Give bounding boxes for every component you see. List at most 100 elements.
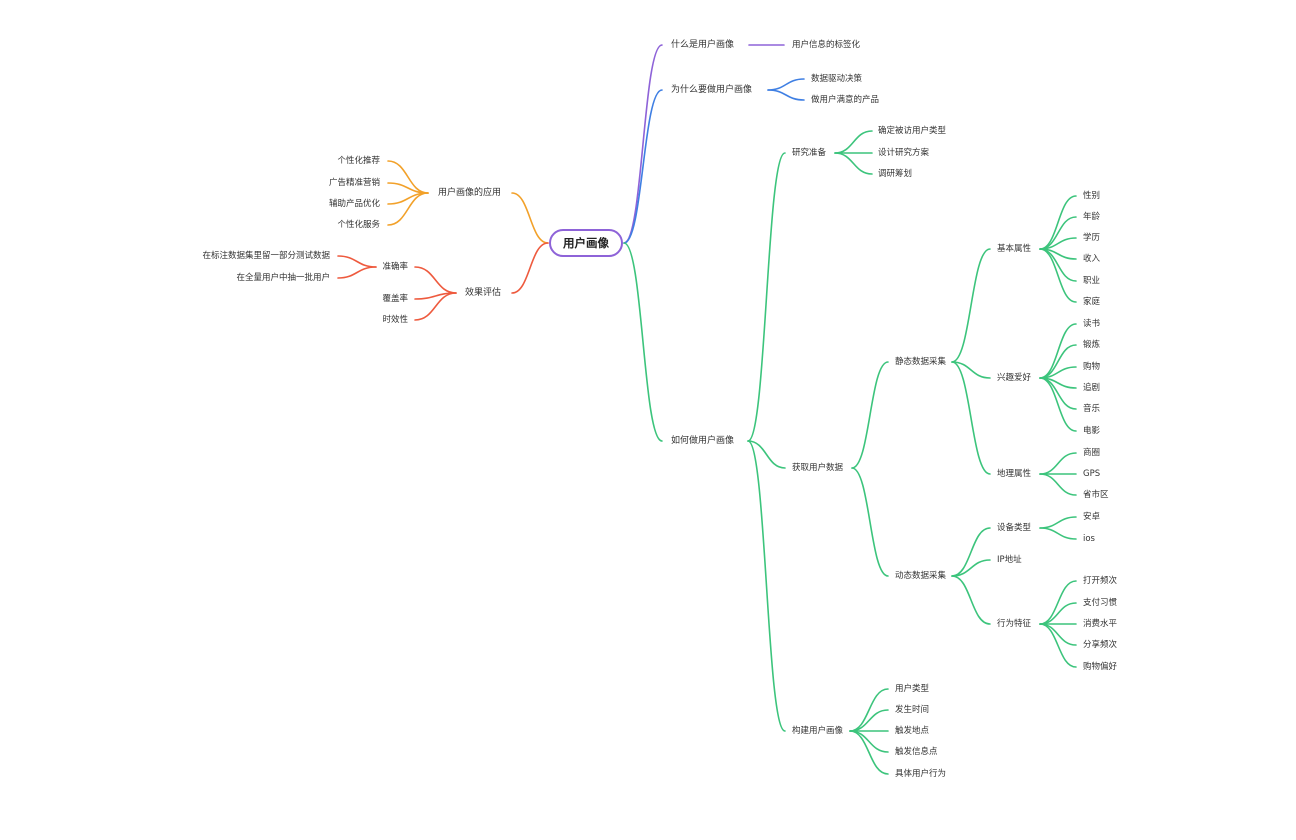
node-apps-4[interactable]: 个性化服务 [337,220,380,230]
node-what-1[interactable]: 用户信息的标签化 [792,40,861,50]
node-prep-1[interactable]: 确定被访用户类型 [878,126,947,136]
edge-basic-6 [1039,248,1077,303]
node-behavior[interactable]: 行为特征 [997,619,1032,629]
node-basic-3[interactable]: 学历 [1083,233,1101,243]
edge-build-5 [849,730,889,775]
node-geo-3[interactable]: 省市区 [1083,490,1109,500]
node-device-1[interactable]: 安卓 [1083,512,1101,522]
node-prep-3[interactable]: 调研筹划 [878,169,913,179]
edge-basic [951,248,991,363]
node-prep[interactable]: 研究准备 [792,148,827,158]
edge-geo-1 [1039,452,1077,475]
node-accuracy-2[interactable]: 在全量用户中抽一批用户 [236,273,330,283]
node-behavior-2[interactable]: 支付习惯 [1083,598,1118,608]
edge-interest-6 [1039,377,1077,432]
edge-accuracy-1 [337,255,377,268]
node-timeliness[interactable]: 时效性 [382,315,408,325]
node-how[interactable]: 如何做用户画像 [671,436,735,446]
node-basic-1[interactable]: 性别 [1083,191,1101,201]
node-interest-3[interactable]: 购物 [1083,362,1101,372]
edge-behavior [951,575,991,625]
edge-geo [951,361,991,475]
node-apps-3[interactable]: 辅助产品优化 [328,199,380,209]
node-apps-2[interactable]: 广告精准营销 [328,178,380,188]
node-interest-2[interactable]: 锻炼 [1083,340,1101,350]
node-apps[interactable]: 用户画像的应用 [437,188,501,198]
node-why-1[interactable]: 数据驱动决策 [811,74,863,84]
edge-prep-1 [834,130,873,154]
node-basic-6[interactable]: 家庭 [1083,297,1101,307]
node-geo[interactable]: 地理属性 [997,469,1032,479]
node-accuracy[interactable]: 准确率 [382,262,408,272]
node-what[interactable]: 什么是用户画像 [671,40,735,50]
node-basic-5[interactable]: 职业 [1083,276,1101,286]
edge-apps-4 [387,192,429,226]
node-acquire[interactable]: 获取用户数据 [792,463,844,473]
node-device[interactable]: 设备类型 [997,523,1032,533]
edge-why [623,89,663,244]
node-device-2[interactable]: ios [1083,534,1095,544]
node-build[interactable]: 构建用户画像 [792,726,844,736]
edge-accuracy-2 [337,266,377,279]
node-ip[interactable]: IP地址 [997,555,1022,565]
edge-build-2 [849,709,889,732]
edge-what [623,44,663,244]
edge-device-2 [1039,527,1077,540]
node-behavior-4[interactable]: 分享频次 [1083,640,1118,650]
node-why[interactable]: 为什么要做用户画像 [671,85,753,95]
node-behavior-5[interactable]: 购物偏好 [1083,662,1118,672]
edge-prep [747,152,786,442]
edge-basic-1 [1039,195,1077,250]
edge-build [747,440,786,732]
edge-interest-1 [1039,323,1077,379]
edge-how [623,242,663,442]
node-static[interactable]: 静态数据采集 [895,357,947,367]
node-dynamic[interactable]: 动态数据采集 [895,571,947,581]
edge-eval [511,242,549,294]
node-interest-6[interactable]: 电影 [1083,426,1101,436]
node-geo-1[interactable]: 商圈 [1083,448,1101,458]
node-apps-1[interactable]: 个性化推荐 [337,156,380,166]
edge-device-1 [1039,516,1077,529]
edge-why-1 [767,78,805,91]
edge-build-4 [849,730,889,753]
node-interest-1[interactable]: 读书 [1083,319,1101,329]
edge-behavior-2 [1039,602,1077,625]
node-eval[interactable]: 效果评估 [464,288,501,298]
node-build-3[interactable]: 触发地点 [895,726,930,736]
edge-behavior-4 [1039,623,1077,646]
node-coverage[interactable]: 覆盖率 [382,294,408,304]
node-why-2[interactable]: 做用户满意的产品 [811,95,880,105]
edge-behavior-1 [1039,580,1077,625]
node-behavior-3[interactable]: 消费水平 [1083,619,1118,629]
node-basic[interactable]: 基本属性 [997,244,1032,254]
node-basic-4[interactable]: 收入 [1083,254,1101,264]
node-interest-4[interactable]: 追剧 [1083,383,1101,393]
root-node[interactable]: 用户画像 [549,229,623,257]
edge-acquire [747,440,786,469]
edge-prep-3 [834,152,873,175]
node-build-4[interactable]: 触发信息点 [895,747,938,757]
edge-device [951,527,991,577]
edge-behavior-5 [1039,623,1077,668]
edge-static [851,361,889,469]
edge-why-2 [767,89,805,101]
edge-ip [951,559,991,577]
node-build-2[interactable]: 发生时间 [895,705,930,715]
node-basic-2[interactable]: 年龄 [1083,212,1101,222]
edge-geo-3 [1039,473,1077,496]
edge-accuracy [414,266,457,294]
node-behavior-1[interactable]: 打开频次 [1083,576,1118,586]
node-interest-5[interactable]: 音乐 [1083,404,1101,414]
node-build-5[interactable]: 具体用户行为 [895,769,947,779]
edge-dynamic [851,467,889,577]
node-interest[interactable]: 兴趣爱好 [997,373,1032,383]
node-geo-2[interactable]: GPS [1083,469,1101,479]
node-build-1[interactable]: 用户类型 [895,684,930,694]
edge-interest [951,361,991,379]
edge-apps [511,192,549,244]
edge-timeliness [414,292,457,321]
node-accuracy-1[interactable]: 在标注数据集里留一部分测试数据 [202,251,330,261]
node-prep-2[interactable]: 设计研究方案 [878,148,930,158]
